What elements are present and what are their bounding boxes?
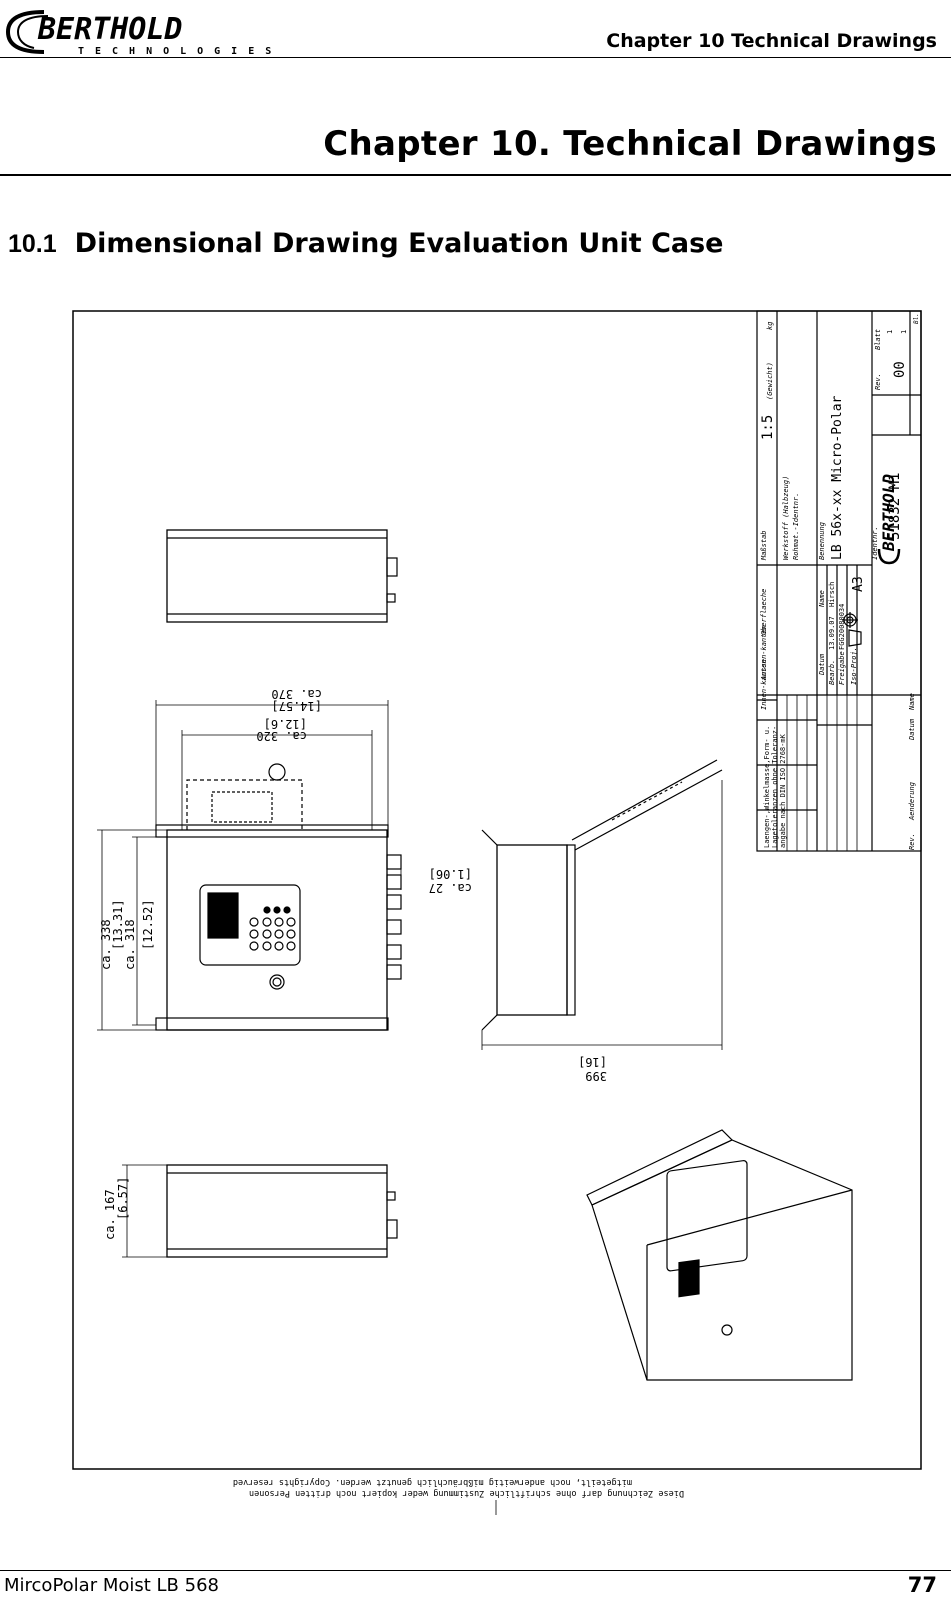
tb-designation: LB 56x-xx Micro-Polar [830,395,845,560]
tb-release-value: FGG20080034 [838,604,846,650]
tb-change-col: Aenderung [908,782,916,821]
tb-weight-unit: kg [766,322,774,330]
dim-318: ca. 318 [123,919,137,970]
dim-370: ca. 370 [271,687,322,701]
tb-weight-label: (Gewicht) [766,362,774,400]
section-title: Dimensional Drawing Evaluation Unit Case [74,228,724,259]
dim-320-in: [12.6] [264,717,307,731]
tb-name-label: Name [818,590,826,608]
dim-338-in: [13.31] [111,899,125,950]
view-isometric [586,1129,853,1381]
section-heading: 10.1 Dimensional Drawing Evaluation Unit … [8,228,724,259]
dim-27: ca. 27 [429,881,472,895]
logo-wordmark: BERTHOLD [37,12,183,47]
tb-proj-label: Iso-Proj. [850,647,858,685]
title-block-logo: BERTHOLD [877,474,901,565]
tb-scale-value: 1:5 [760,415,776,440]
tb-inner-edges: Innen-kanten [760,659,768,710]
footer-page-number: 77 [907,1573,937,1597]
tb-surface-label: Oberflaeche [760,589,768,635]
dim-338: ca. 338 [99,919,113,970]
berthold-logo: BERTHOLD TECHNOLOGIES [5,10,282,57]
tb-drawn-name: Hirsch [828,582,836,607]
view-side [481,759,723,1031]
view-top [166,529,398,623]
title-block [756,310,922,852]
dim-167-in: [6.57] [116,1177,130,1220]
dim-27-in: [1.06] [429,867,472,881]
tb-outer-edges: Aussen-kanten [760,625,768,681]
tb-ident: 51832 M1 [887,473,903,540]
view-bottom [166,1164,398,1258]
dim-399: 399 [585,1069,607,1083]
drawing-frame [72,310,922,1470]
tb-raw-material: Rohmat.-Identnr. [792,493,800,560]
footer-rule [0,1570,951,1571]
tb-rev: 00 [892,361,908,378]
tb-drawn-date: 13.09.07 [828,616,836,650]
tb-sheets: 1 [900,330,908,334]
footer-document-name: MircoPolar Moist LB 568 [4,1575,219,1596]
tb-rev-label: Rev. [874,373,882,390]
tb-release-label: Freigabe [838,651,846,685]
tb-drawn-label: Bearb. [828,660,836,685]
title-rule [0,174,951,176]
title-block-logo-text: BERTHOLD [879,474,898,552]
header-chapter-label: Chapter 10 Technical Drawings [606,30,937,52]
header-rule [0,57,951,58]
tb-scale-label: Maßstab [760,530,768,561]
tb-designation-label: Benennung [818,522,826,560]
tb-sheets-unit: Bl. [913,313,920,324]
view-front [155,763,402,1031]
dim-399-in: [16] [578,1055,607,1069]
dim-320: ca. 320 [256,729,307,743]
page-title: Chapter 10. Technical Drawings [323,124,937,164]
tb-date-label: Datum [818,653,826,676]
tb-sheet: 1 [886,330,894,334]
tb-format: A3 [851,576,866,592]
tb-tolerance-note-1: Laengen-,Winkelmasse,Form- u. [763,726,771,848]
dim-318-in: [12.52] [141,899,155,950]
dim-167: ca. 167 [103,1189,117,1240]
tb-sheet-label: Blatt [874,329,882,350]
tb-rev-col: Rev. [908,833,916,850]
logo-subtext: TECHNOLOGIES [78,46,282,57]
tb-date-col: Datum [908,718,916,741]
tb-material: Werkstoff (Halbzeug) [782,476,790,560]
projection-symbol-icon [842,612,862,647]
tb-tolerance-note-3: angabe nach DIN ISO 2768-mK [779,733,787,848]
section-number: 10.1 [8,230,57,258]
tb-ident-label: Identnr. [871,526,879,560]
dim-370-in: [14.57] [271,699,322,713]
tb-tolerance-note-2: Lagetoleranzen ohne Toleranz- [771,726,779,848]
dimension-lines [97,700,723,1258]
tb-name-col: Name [908,693,916,711]
copyright-line-1: Diese Zeichnung darf ohne schriftliche Z… [249,1488,684,1498]
technical-drawing: Laengen-,Winkelmasse,Form- u. Lagetolera… [72,310,922,1515]
copyright-line-2: mitgeteilt, noch anderweitig mißbräuchli… [233,1477,632,1487]
